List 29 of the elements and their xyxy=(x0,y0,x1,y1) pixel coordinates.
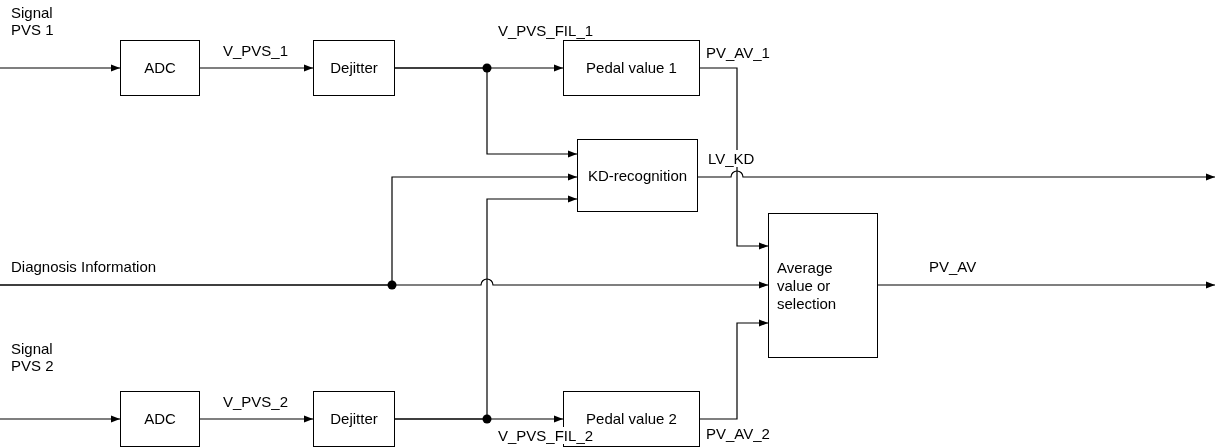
edge-label: LV_KD xyxy=(707,150,756,167)
process-box xyxy=(313,40,395,96)
arrow xyxy=(0,278,769,289)
arrow xyxy=(394,67,578,158)
edge-label: Diagnosis Information xyxy=(10,258,158,275)
box-label: Pedal value 2 xyxy=(586,410,677,428)
box-label: ADC xyxy=(144,410,176,428)
process-box xyxy=(577,139,698,212)
arrow xyxy=(0,64,121,72)
arrow xyxy=(877,281,1216,289)
arrow xyxy=(394,195,578,420)
arrow xyxy=(697,170,1216,181)
box-label: KD-recognition xyxy=(587,166,688,185)
process-box xyxy=(120,391,200,447)
edge-label: V_PVS_FIL_2 xyxy=(497,427,595,444)
box-label: Dejitter xyxy=(330,410,378,428)
process-box xyxy=(313,391,395,447)
arrow xyxy=(199,415,314,423)
arrow xyxy=(199,64,314,72)
arrow xyxy=(699,319,769,420)
box-label: ADC xyxy=(144,59,176,77)
arrow xyxy=(0,415,121,423)
process-box xyxy=(768,213,878,358)
box-label: Dejitter xyxy=(330,59,378,77)
box-label: Average value or selection xyxy=(777,258,838,313)
process-box xyxy=(120,40,200,96)
process-box xyxy=(563,40,700,96)
box-label: Pedal value 1 xyxy=(586,59,677,77)
arrow xyxy=(699,67,769,250)
